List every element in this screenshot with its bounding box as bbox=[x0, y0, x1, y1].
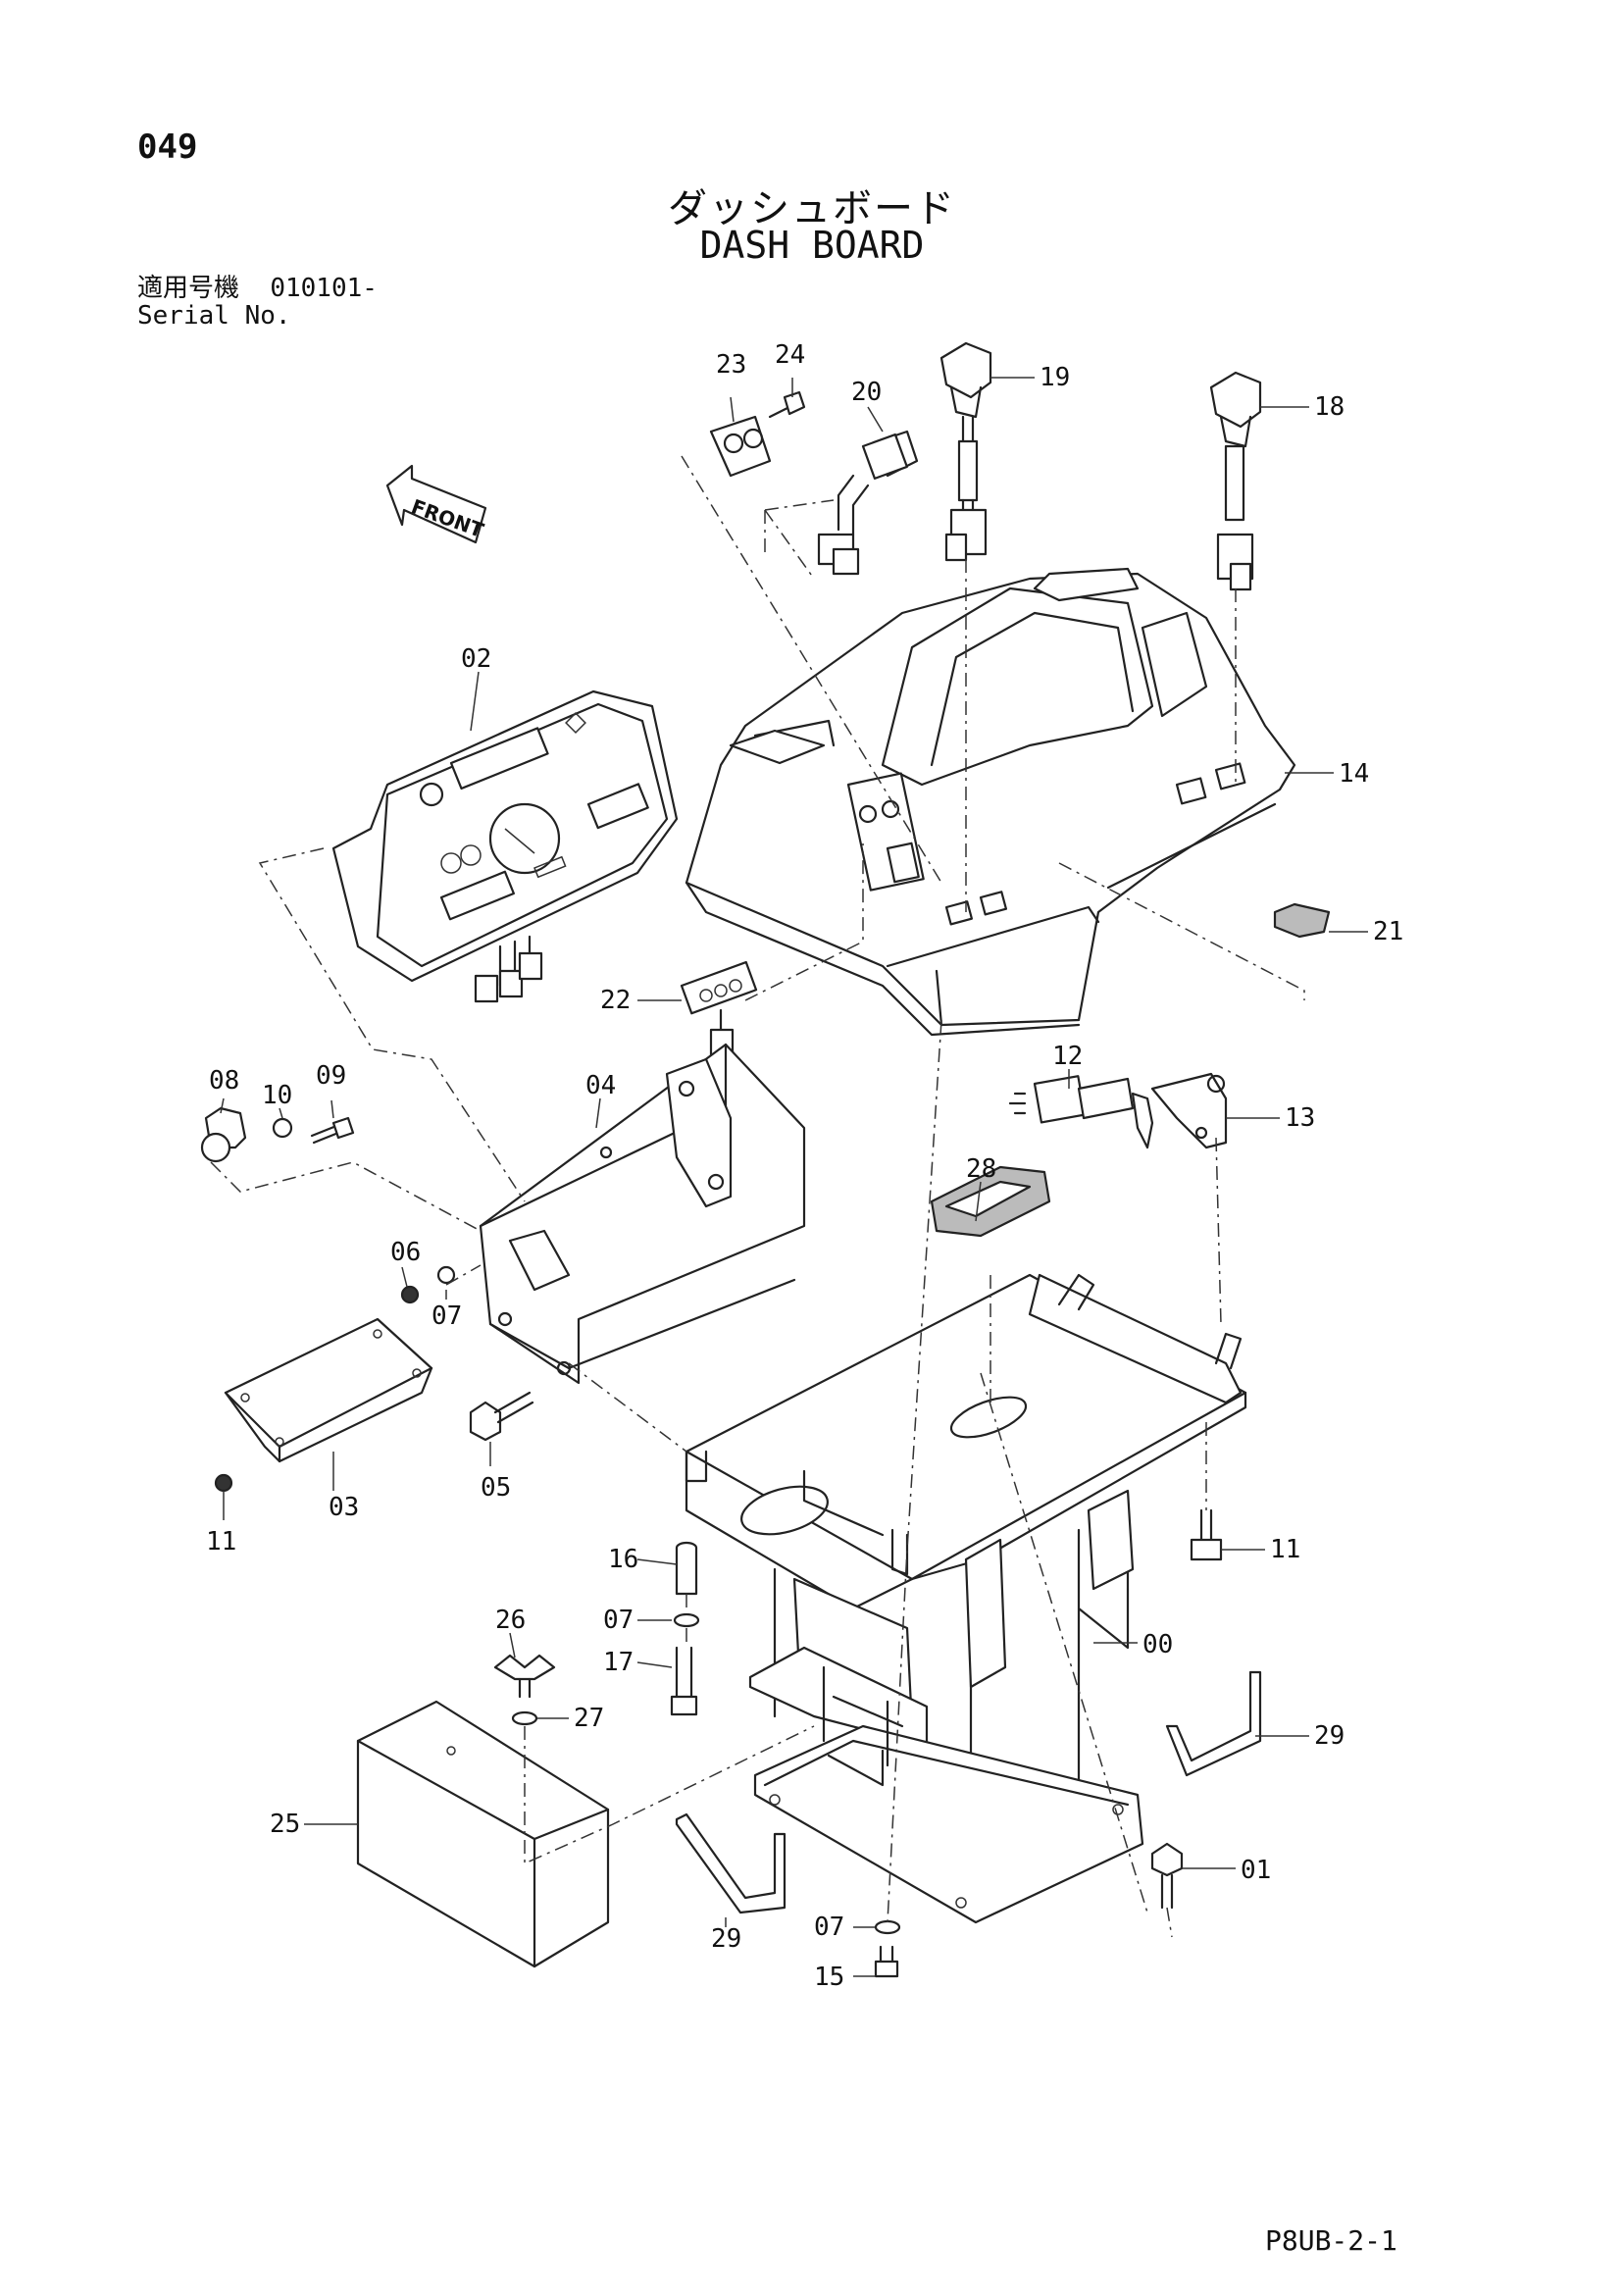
dash-board-housing bbox=[685, 567, 1296, 1037]
plate-23 bbox=[709, 415, 772, 478]
key-switch-12 bbox=[1008, 1075, 1154, 1149]
switch-22 bbox=[680, 960, 758, 1061]
meter-panel bbox=[331, 689, 679, 1003]
callout-03: 03 bbox=[329, 1493, 359, 1522]
alignment-lines bbox=[210, 455, 1305, 1938]
front-arrow: FRONT bbox=[385, 464, 487, 544]
switch-19 bbox=[939, 341, 992, 562]
callout-14: 14 bbox=[1339, 759, 1369, 789]
spacer-16 bbox=[675, 1541, 698, 1596]
callout-29a: 29 bbox=[711, 1924, 741, 1954]
title-japanese: ダッシュボード bbox=[668, 186, 956, 231]
screw-15 bbox=[874, 1945, 899, 1978]
callout-07: 07 bbox=[431, 1301, 462, 1331]
bracket-13 bbox=[1150, 1072, 1228, 1149]
serial-value: 010101- bbox=[270, 274, 378, 303]
bolt-01 bbox=[1150, 1842, 1184, 1910]
washer-07b bbox=[673, 1612, 700, 1628]
callout-11b: 11 bbox=[1270, 1535, 1300, 1564]
grommet-28 bbox=[930, 1165, 1051, 1238]
callout-22: 22 bbox=[600, 986, 631, 1015]
callout-24: 24 bbox=[775, 340, 805, 370]
callout-20: 20 bbox=[851, 378, 882, 407]
u-bolt-29b bbox=[1165, 1670, 1262, 1777]
callout-21: 21 bbox=[1373, 917, 1403, 946]
callout-08: 08 bbox=[209, 1066, 239, 1096]
screw-09 bbox=[310, 1116, 355, 1145]
bolt-05 bbox=[469, 1391, 534, 1442]
callout-26: 26 bbox=[495, 1606, 526, 1635]
serial-block: 適用号機 010101- Serial No. bbox=[137, 275, 378, 330]
callout-12: 12 bbox=[1052, 1042, 1083, 1071]
serial-label-en: Serial No. bbox=[137, 301, 291, 331]
screw-11b bbox=[1190, 1508, 1223, 1561]
callout-29b: 29 bbox=[1314, 1721, 1345, 1751]
footer-code: P8UB-2-1 bbox=[1265, 2224, 1397, 2257]
callout-16: 16 bbox=[608, 1545, 638, 1574]
callout-28: 28 bbox=[966, 1154, 996, 1184]
bolt-17 bbox=[670, 1646, 698, 1716]
callout-11: 11 bbox=[206, 1527, 236, 1556]
callout-07c: 07 bbox=[814, 1913, 844, 1942]
bracket-04 bbox=[479, 1043, 806, 1385]
box-25 bbox=[356, 1700, 610, 1968]
callout-07b: 07 bbox=[603, 1606, 634, 1635]
connector-20 bbox=[817, 430, 919, 576]
callout-10: 10 bbox=[262, 1081, 292, 1110]
callout-05: 05 bbox=[481, 1473, 511, 1503]
bracket-08 bbox=[200, 1106, 247, 1163]
leader-lines bbox=[220, 377, 1368, 1977]
serial-label-jp: 適用号機 bbox=[137, 274, 240, 303]
callout-13: 13 bbox=[1285, 1103, 1315, 1133]
washer-07c bbox=[874, 1919, 901, 1935]
cover-03 bbox=[224, 1317, 433, 1463]
u-bolt-29a bbox=[675, 1812, 787, 1914]
callout-04: 04 bbox=[585, 1071, 616, 1100]
screw-11a bbox=[214, 1473, 233, 1493]
page-code: 049 bbox=[137, 128, 198, 167]
callout-17: 17 bbox=[603, 1648, 634, 1677]
callout-labels: 00 01 02 03 04 05 06 07 08 09 10 11 12 1… bbox=[206, 340, 1403, 1992]
callout-18: 18 bbox=[1314, 392, 1345, 422]
callout-27: 27 bbox=[574, 1704, 604, 1733]
pad-21 bbox=[1273, 902, 1331, 939]
washer-27 bbox=[511, 1710, 538, 1726]
stand-frame-00 bbox=[685, 1273, 1247, 1924]
callout-19: 19 bbox=[1040, 363, 1070, 392]
callout-23: 23 bbox=[716, 350, 746, 380]
washer-10 bbox=[272, 1117, 293, 1139]
nut-06 bbox=[400, 1285, 420, 1304]
switch-18 bbox=[1209, 371, 1262, 591]
callout-02: 02 bbox=[461, 644, 491, 674]
wing-nut-26 bbox=[493, 1654, 556, 1699]
washer-07a bbox=[436, 1265, 456, 1285]
callout-25: 25 bbox=[270, 1810, 300, 1839]
callout-15: 15 bbox=[814, 1963, 844, 1992]
title-english: DASH BOARD bbox=[699, 224, 925, 267]
screw-24 bbox=[768, 390, 806, 419]
callout-09: 09 bbox=[316, 1061, 346, 1091]
callout-00: 00 bbox=[1142, 1630, 1173, 1659]
callout-06: 06 bbox=[390, 1238, 421, 1267]
callout-01: 01 bbox=[1241, 1856, 1271, 1885]
